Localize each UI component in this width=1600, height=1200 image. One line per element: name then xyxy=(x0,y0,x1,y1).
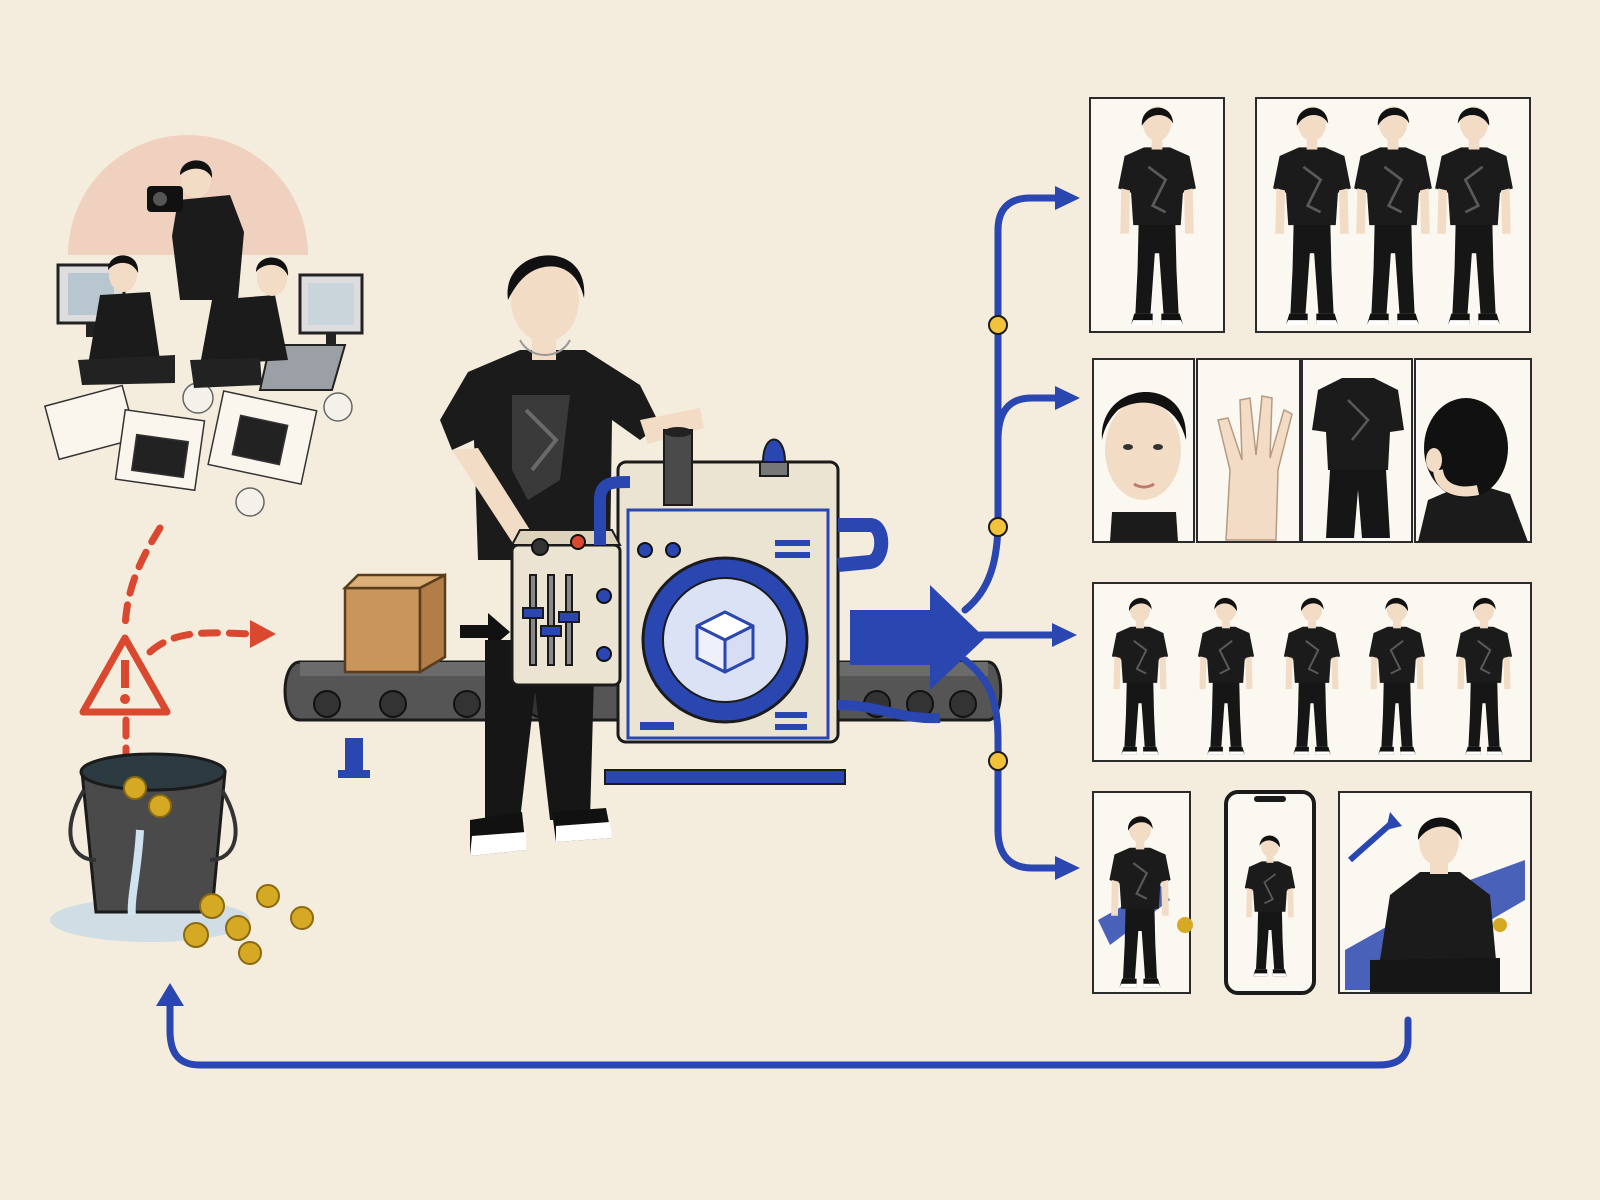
coin-icon xyxy=(123,776,147,800)
phone-notch xyxy=(1254,796,1286,802)
monitor-right xyxy=(298,273,364,347)
beacon-light-icon xyxy=(759,438,789,477)
leaking-bucket-icon xyxy=(50,752,314,965)
warning-triangle-icon xyxy=(79,634,171,716)
crumpled-paper xyxy=(323,392,353,422)
operator-face xyxy=(511,258,579,342)
coin-icon xyxy=(148,794,172,818)
slider-handle xyxy=(558,611,580,623)
coin-icon xyxy=(183,922,209,948)
slider-handle xyxy=(522,607,544,619)
coin-icon xyxy=(199,893,225,919)
crumpled-paper xyxy=(235,487,265,517)
flow-node xyxy=(988,315,1008,335)
gold-sparkle xyxy=(1177,917,1193,933)
scattered-papers xyxy=(43,384,318,492)
machine-knob xyxy=(637,542,653,558)
conveyor-roller xyxy=(313,690,341,718)
generation-machine xyxy=(510,427,941,785)
output-row-detail-closeups xyxy=(1092,358,1532,543)
machine-knob xyxy=(531,538,549,556)
flow-node xyxy=(988,517,1008,537)
output-arrow xyxy=(850,585,985,690)
photographer-figure xyxy=(147,160,244,300)
gold-sparkle xyxy=(1493,918,1507,932)
warning-arrowhead xyxy=(250,620,276,648)
conveyor-roller xyxy=(379,690,407,718)
input-box xyxy=(341,572,447,675)
slider-handle xyxy=(540,625,562,637)
problem-vignette xyxy=(43,135,364,517)
machine-knob xyxy=(596,588,612,604)
flow-nodes xyxy=(988,315,1008,771)
machine-sliders xyxy=(522,574,580,666)
conveyor-roller xyxy=(453,690,481,718)
machine-pipe xyxy=(837,700,941,724)
coin-icon xyxy=(290,906,314,930)
coin-icon xyxy=(238,941,262,965)
warning-connectors xyxy=(121,524,256,759)
machine-pipe xyxy=(837,518,889,572)
feedback-loop-line xyxy=(166,999,1412,1069)
flow-node xyxy=(988,751,1008,771)
coin-icon xyxy=(256,884,280,908)
machine-pipe xyxy=(594,476,631,545)
branch-arrowheads xyxy=(1052,186,1080,880)
machine-knob xyxy=(665,542,681,558)
cube-icon xyxy=(695,610,755,674)
machine-knob xyxy=(570,534,586,550)
feedback-arrowhead xyxy=(156,983,184,1006)
coin-icon xyxy=(225,915,251,941)
branch-flow-lines xyxy=(961,194,1062,872)
seated-figure-left xyxy=(78,255,175,385)
conveyor-roller xyxy=(949,690,977,718)
seated-figure-right xyxy=(190,257,289,388)
machine-knob xyxy=(596,646,612,662)
